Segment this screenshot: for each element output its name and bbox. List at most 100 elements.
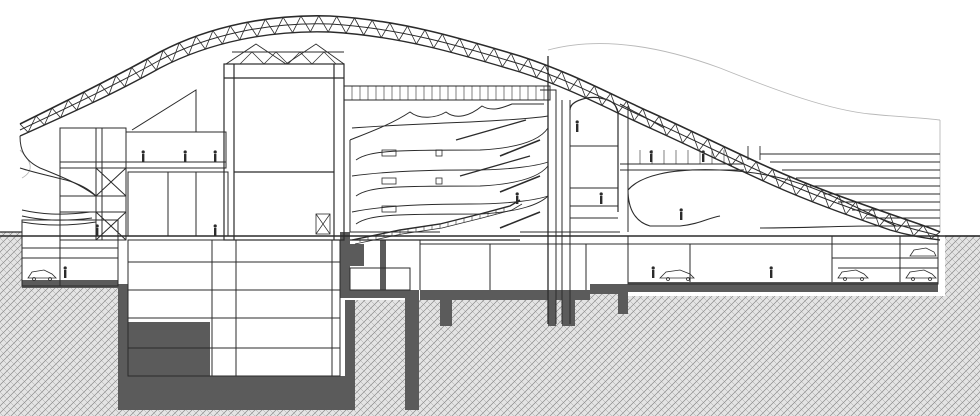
truss-diagonal [862, 207, 874, 221]
truss-diagonal [467, 43, 478, 58]
truss-diagonal [108, 75, 117, 95]
truss-diagonal [433, 33, 443, 49]
truss-diagonal [519, 58, 529, 73]
truss-diagonal [155, 50, 164, 71]
truss-diagonal [585, 85, 595, 99]
truss-diagonal [698, 138, 709, 151]
truss-diagonal [746, 161, 757, 174]
truss-diagonal [300, 15, 311, 33]
truss-diagonal [906, 219, 914, 236]
truss-diagonal [239, 22, 249, 40]
truss-diagonal [212, 30, 223, 45]
truss-diagonal [35, 115, 45, 126]
truss-diagonal [828, 195, 840, 209]
truss-diagonal [204, 30, 214, 50]
truss-diagonal [682, 131, 692, 144]
truss-diagonal [442, 33, 452, 53]
truss-diagonal [99, 83, 110, 96]
rear-roof-outline [19, 43, 941, 232]
truss-diagonal [755, 161, 764, 182]
truss-diagonal [838, 195, 847, 215]
truss-diagonal [779, 176, 790, 189]
truss-diagonal [889, 213, 897, 232]
truss-diagonal [544, 64, 554, 85]
truss-diagonal [171, 42, 180, 63]
truss-diagonal [913, 225, 924, 237]
auditorium [343, 85, 620, 245]
truss-diagonal [60, 99, 69, 118]
foundation-walls [22, 232, 938, 410]
truss-diagonal [450, 38, 461, 53]
truss-diagonal [569, 78, 579, 91]
truss-diagonal [714, 146, 725, 159]
truss-diagonal [318, 15, 329, 33]
truss-diagonal [27, 115, 37, 133]
truss-diagonal [247, 21, 258, 37]
truss-diagonal [502, 53, 512, 67]
truss-diagonal [345, 17, 355, 34]
truss-diagonal [336, 16, 347, 34]
truss-diagonal [594, 85, 603, 106]
truss-diagonal [67, 99, 78, 111]
truss-diagonal [552, 71, 563, 85]
truss-diagonal [675, 123, 683, 144]
right-seating-tiers [747, 146, 940, 227]
truss-diagonal [510, 53, 520, 72]
truss-diagonal [380, 22, 391, 38]
truss-diagonal [19, 123, 29, 133]
truss-diagonal [389, 22, 400, 41]
truss-diagonal [493, 48, 503, 67]
left-building-frame [59, 89, 229, 241]
truss-diagonal [772, 169, 780, 189]
scale-figures [63, 120, 773, 278]
truss-diagonal [229, 25, 241, 41]
truss-diagonal [561, 71, 570, 91]
truss-diagonal [707, 138, 716, 159]
truss-diagonal [76, 91, 85, 111]
truss-diagonal [222, 25, 231, 45]
roof-truss [19, 14, 941, 241]
truss-diagonal [617, 100, 628, 114]
truss-diagonal [855, 201, 863, 221]
truss-diagonal [666, 123, 676, 136]
truss-diagonal [626, 101, 635, 121]
truss-diagonal [354, 17, 365, 36]
truss-diagonal [264, 19, 276, 35]
truss-diagonal [788, 176, 797, 196]
truss-diagonal [256, 19, 266, 37]
truss-diagonal [282, 17, 293, 33]
truss-diagonal [292, 15, 302, 33]
truss-diagonal [195, 36, 206, 50]
truss-diagonal [691, 131, 700, 151]
truss-diagonal [327, 16, 338, 33]
lobby-core [540, 56, 744, 324]
truss-diagonal [274, 17, 284, 35]
truss-diagonal [527, 58, 537, 78]
truss-diagonal [398, 25, 408, 41]
truss-diagonal [658, 116, 667, 136]
truss-diagonal [178, 42, 189, 56]
truss-diagonal [930, 231, 941, 240]
truss-diagonal [577, 78, 587, 99]
truss-diagonal [922, 225, 932, 239]
truss-diagonal [484, 48, 495, 62]
truss-diagonal [536, 64, 546, 78]
truss-diagonal [407, 25, 417, 45]
truss-diagonal [188, 36, 197, 56]
parking-cars [27, 247, 937, 281]
left-canopy [19, 135, 97, 226]
truss-diagonal [115, 75, 126, 88]
truss-diagonal [424, 29, 435, 49]
truss-diagonal [723, 146, 732, 167]
truss-diagonal [92, 83, 101, 103]
fly-tower [223, 43, 345, 241]
right-curved-shell [627, 169, 897, 229]
truss-diagonal [131, 67, 141, 79]
truss-diagonal [83, 91, 94, 103]
truss-diagonal [371, 20, 382, 38]
truss-diagonal [140, 58, 148, 79]
truss-diagonal [310, 15, 320, 32]
truss-diagonal [363, 20, 373, 36]
truss-diagonal [459, 38, 469, 58]
truss-diagonal [895, 219, 907, 233]
